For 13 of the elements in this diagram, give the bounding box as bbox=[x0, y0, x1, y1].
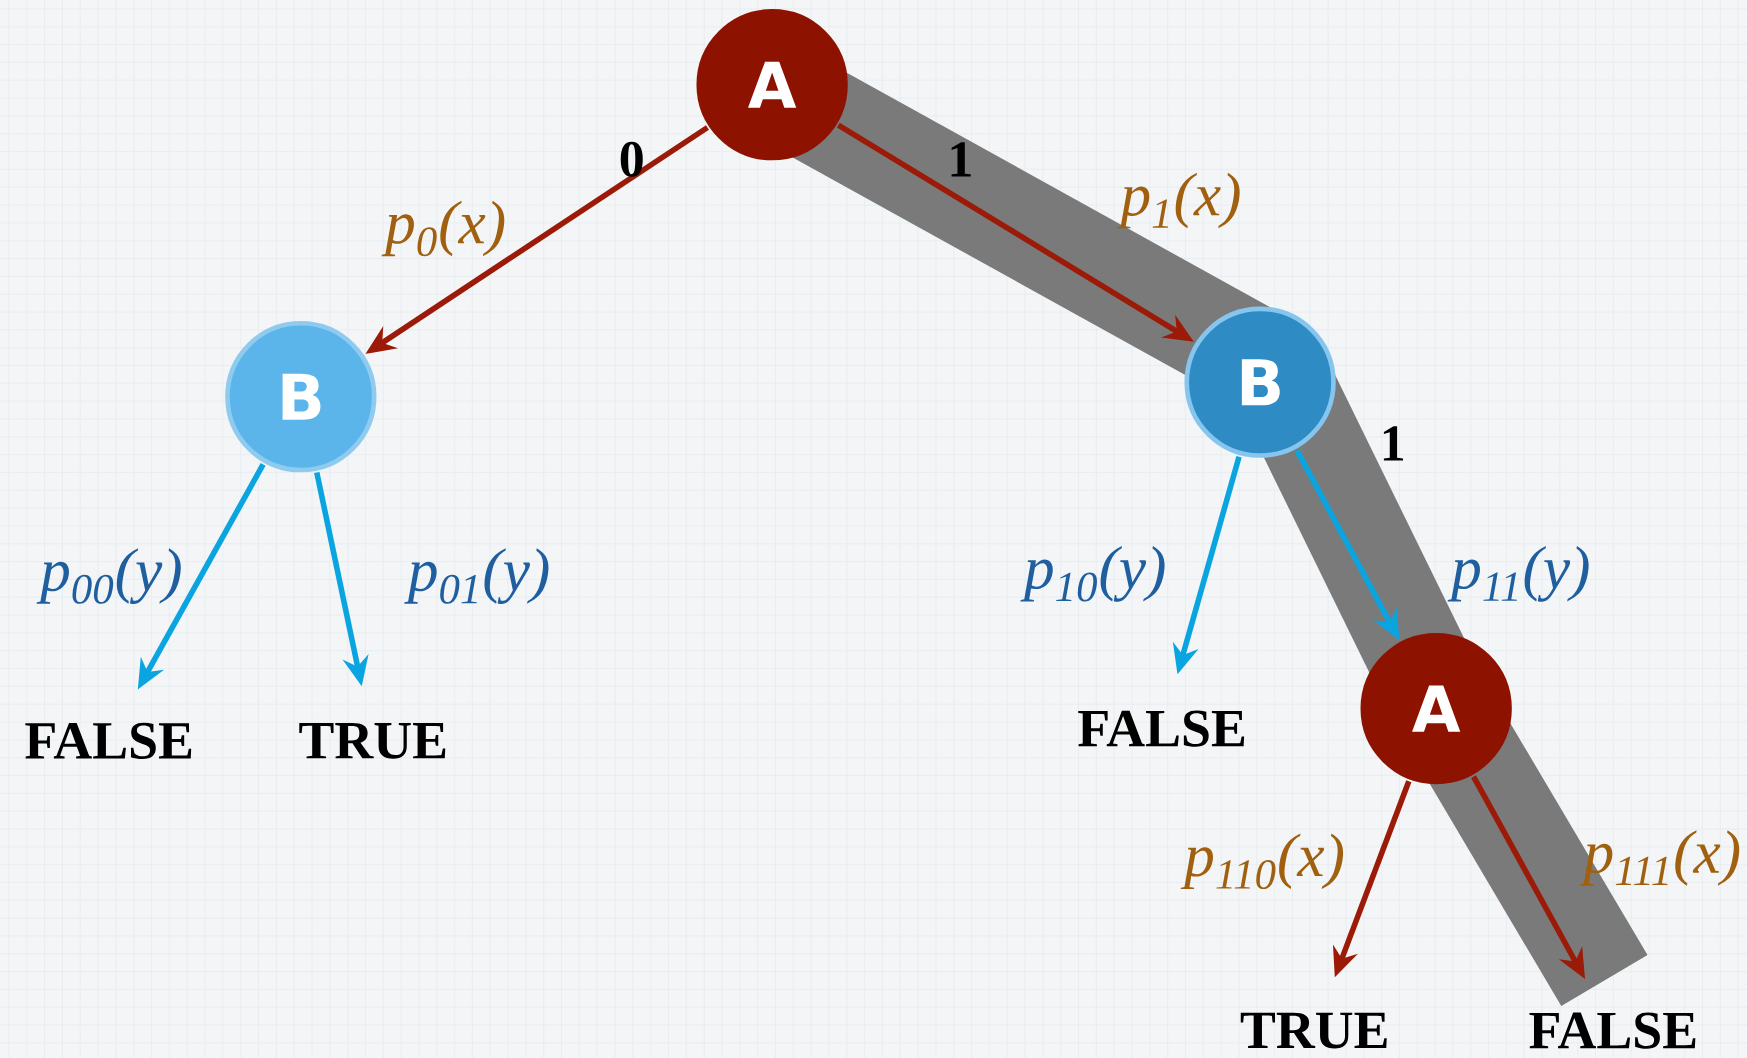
probability-label: p$_{00}$(y) bbox=[36, 547, 181, 604]
probability-label: p$_{111}$(x) bbox=[1580, 829, 1740, 886]
outcome-label: TRUE bbox=[299, 722, 446, 759]
outcome-label: FALSE bbox=[1078, 710, 1245, 747]
outcome-label: FALSE bbox=[1529, 1012, 1696, 1049]
edge-label: 1 bbox=[1383, 426, 1403, 461]
probability-label: p$_{110}$(x) bbox=[1180, 833, 1344, 889]
edge-label: 0 bbox=[620, 141, 643, 177]
outcome-label: FALSE bbox=[25, 722, 192, 759]
probability-label: p$_{01}$(y) bbox=[404, 547, 549, 604]
edge-label: 1 bbox=[951, 141, 971, 177]
outcome-label: TRUE bbox=[1240, 1012, 1387, 1049]
probability-label: p$_{10}$(y) bbox=[1020, 545, 1165, 602]
